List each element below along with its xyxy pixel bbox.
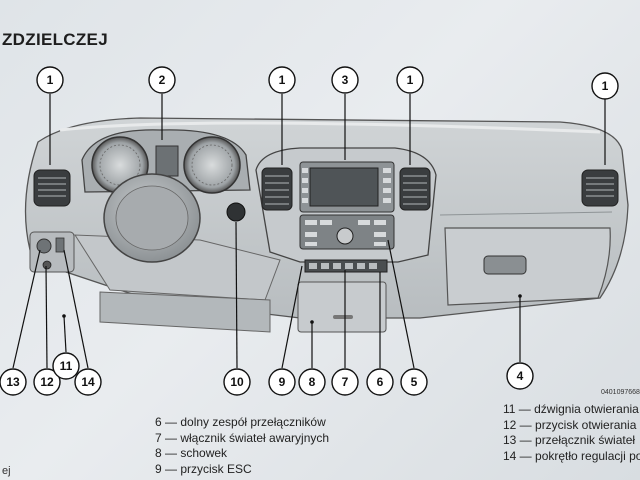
callout-label: 10 bbox=[230, 375, 244, 389]
callout-label: 7 bbox=[342, 375, 349, 389]
callout-label: 2 bbox=[159, 73, 166, 87]
fuel-door-button bbox=[42, 260, 52, 270]
callout-label: 12 bbox=[40, 375, 54, 389]
ignition-switch bbox=[226, 202, 246, 222]
callout-label: 8 bbox=[309, 375, 316, 389]
callout-4 bbox=[506, 362, 534, 390]
callout-label: 13 bbox=[6, 375, 20, 389]
callout-9 bbox=[268, 368, 296, 396]
page-title: ZDZIELCZEJ bbox=[2, 30, 108, 49]
callout-label: 3 bbox=[342, 73, 349, 87]
legend-item: 8 — schowek bbox=[155, 446, 228, 460]
legend-item: 13 — przełącznik świateł bbox=[503, 433, 636, 447]
air-vent-center-right bbox=[399, 167, 431, 211]
legend-item: 6 — dolny zespół przełączników bbox=[155, 415, 326, 429]
glove-box-handle bbox=[483, 255, 527, 275]
callout-14 bbox=[74, 368, 102, 396]
callout-label: 11 bbox=[60, 359, 73, 373]
callout-label: 1 bbox=[602, 79, 609, 93]
callout-3-radio bbox=[331, 66, 359, 94]
legend-item: 7 — włącznik świateł awaryjnych bbox=[155, 430, 330, 445]
callout-1-vent-right bbox=[591, 72, 619, 100]
callout-11 bbox=[52, 352, 80, 380]
callout-label: 5 bbox=[411, 375, 418, 389]
callout-8 bbox=[298, 368, 326, 396]
legend-item: 11 — dźwignia otwierania bbox=[503, 402, 639, 416]
radio-display bbox=[309, 167, 379, 207]
callout-label: 4 bbox=[517, 369, 524, 383]
dimmer-knob bbox=[55, 237, 65, 253]
glove-box bbox=[444, 227, 611, 306]
callout-1-vent-center-right bbox=[396, 66, 424, 94]
callout-13 bbox=[0, 368, 27, 396]
legend-item: 14 — pokrętło regulacji po bbox=[503, 448, 640, 463]
callout-6 bbox=[366, 368, 394, 396]
figure-code: 0401097668 bbox=[601, 389, 640, 396]
callout-1-vent-left bbox=[36, 66, 64, 94]
headlamp-switch bbox=[36, 238, 52, 254]
storage-bin bbox=[297, 281, 387, 333]
callout-10 bbox=[223, 368, 251, 396]
callout-label: 1 bbox=[47, 73, 54, 87]
callout-2-cluster bbox=[148, 66, 176, 94]
callout-7 bbox=[331, 368, 359, 396]
legend-right: 11 — dźwignia otwierania 12 — przycisk o… bbox=[503, 402, 640, 464]
callout-label: 6 bbox=[377, 375, 384, 389]
callout-label: 1 bbox=[279, 73, 286, 87]
callout-12 bbox=[33, 368, 61, 396]
cluster-display bbox=[155, 145, 179, 177]
legend-item: 9 — przycisk ESC bbox=[155, 461, 252, 476]
legend-left: 6 — dolny zespół przełączników 7 — włącz… bbox=[155, 415, 329, 477]
callout-label: 1 bbox=[407, 73, 414, 87]
page-footer-fragment: ej bbox=[2, 465, 11, 477]
callout-5 bbox=[400, 368, 428, 396]
callout-label: 9 bbox=[279, 375, 286, 389]
air-vent-right bbox=[581, 169, 619, 207]
air-vent-center-left bbox=[261, 167, 293, 211]
dashboard-illustration: 1 2 1 3 1 1 13 12 11 14 10 9 8 7 6 5 4 bbox=[0, 66, 629, 396]
air-vent-left bbox=[33, 169, 71, 207]
callout-label: 14 bbox=[81, 375, 95, 389]
callout-1-vent-center-left bbox=[268, 66, 296, 94]
climate-knob bbox=[336, 227, 354, 245]
legend-item: 12 — przycisk otwierania bbox=[503, 417, 637, 432]
